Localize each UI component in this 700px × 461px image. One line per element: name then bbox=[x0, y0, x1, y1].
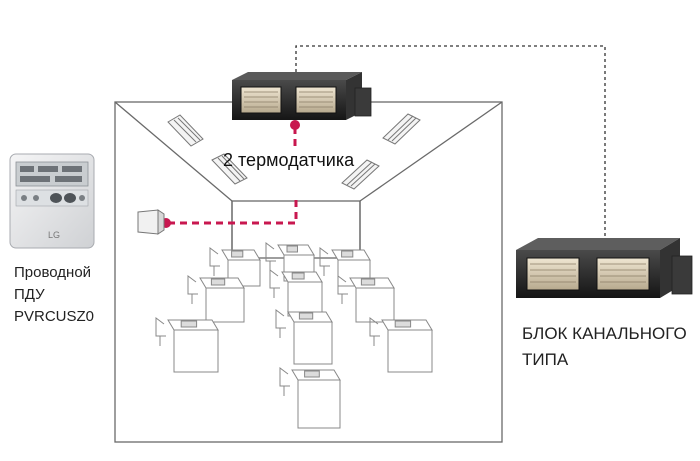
desk-icon bbox=[275, 309, 333, 365]
desk-group bbox=[155, 242, 433, 429]
duct-caption-line2: ТИПА bbox=[522, 350, 569, 369]
remote-brand-logo: LG bbox=[48, 230, 60, 240]
sensor-dot-ceiling bbox=[290, 120, 300, 130]
wired-remote-icon: LG bbox=[9, 153, 95, 249]
desk-icon bbox=[187, 275, 245, 323]
duct-unit-caption: БЛОК КАНАЛЬНОГО ТИПА bbox=[522, 321, 687, 373]
ceiling-diffuser-icon bbox=[167, 113, 421, 190]
sensor-wire bbox=[168, 127, 298, 225]
remote-caption-line3: PVRCUSZ0 bbox=[14, 308, 95, 325]
thermistor-count-label: 2 термодатчика bbox=[223, 150, 355, 170]
remote-caption-line2: ПДУ bbox=[14, 286, 45, 303]
desk-icon bbox=[269, 269, 323, 317]
remote-caption-line1: Проводной bbox=[14, 264, 92, 281]
desk-icon bbox=[337, 275, 395, 323]
desk-icon bbox=[155, 317, 219, 373]
duct-caption-line1: БЛОК КАНАЛЬНОГО bbox=[522, 324, 687, 343]
wall-thermistor-icon bbox=[137, 209, 165, 235]
remote-controller-caption: Проводной ПДУ PVRCUSZ0 bbox=[14, 262, 94, 328]
control-wire bbox=[295, 45, 606, 240]
duct-unit-right-icon bbox=[516, 238, 693, 298]
desk-icon bbox=[369, 317, 433, 373]
duct-unit-top-icon bbox=[232, 72, 372, 120]
desk-icon bbox=[279, 367, 341, 429]
